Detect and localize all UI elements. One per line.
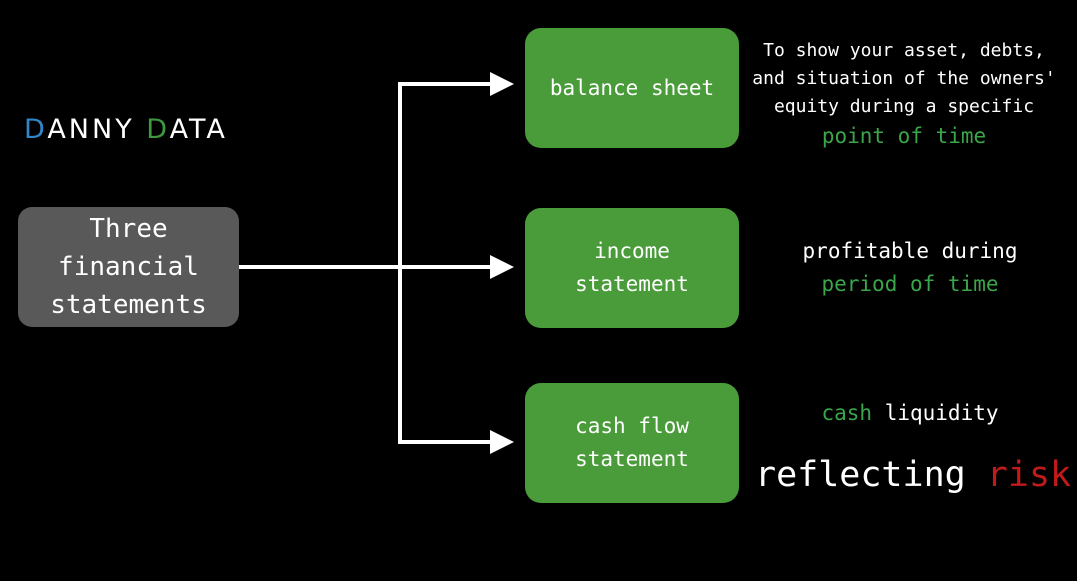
description-highlight: cash (821, 401, 873, 425)
description-highlight: period of time (821, 272, 999, 296)
logo: DANNY DATA (24, 114, 228, 145)
node-income-statement: income statement (525, 208, 739, 328)
description-highlight: point of time (821, 124, 987, 148)
cash-flow-description: cash liquidity (760, 397, 1060, 430)
node-label: cash flow (575, 414, 689, 438)
description-line: equity during a specific (773, 96, 1035, 117)
balance-sheet-description: To show your asset, debts, and situation… (744, 37, 1064, 151)
root-node-three-financial-statements: Three financial statements (18, 207, 239, 327)
caption-text: reflecting (755, 455, 987, 495)
income-statement-description: profitable during period of time (760, 235, 1060, 301)
root-node-line: financial (58, 252, 199, 282)
reflecting-risk-caption: reflecting risk (755, 452, 1073, 498)
logo-letter-d-blue: D (24, 114, 48, 145)
node-label: statement (575, 447, 689, 471)
node-cash-flow-statement: cash flow statement (525, 383, 739, 503)
description-line: liquidity (872, 401, 999, 425)
node-label: balance sheet (549, 75, 715, 100)
description-line: and situation of the owners' (752, 68, 1056, 89)
description-line: To show your asset, debts, (763, 40, 1045, 61)
logo-letter-d-green: D (146, 114, 170, 145)
root-node-line: statements (50, 290, 207, 320)
node-label: income (594, 239, 670, 263)
node-balance-sheet: balance sheet (525, 28, 739, 148)
root-node-line: Three (89, 214, 168, 244)
node-label: statement (575, 272, 689, 296)
caption-highlight-risk: risk (986, 455, 1072, 495)
logo-text-ata: ATA (169, 114, 228, 145)
logo-text-anny: ANNY (47, 114, 147, 145)
description-line: profitable during (802, 239, 1018, 263)
